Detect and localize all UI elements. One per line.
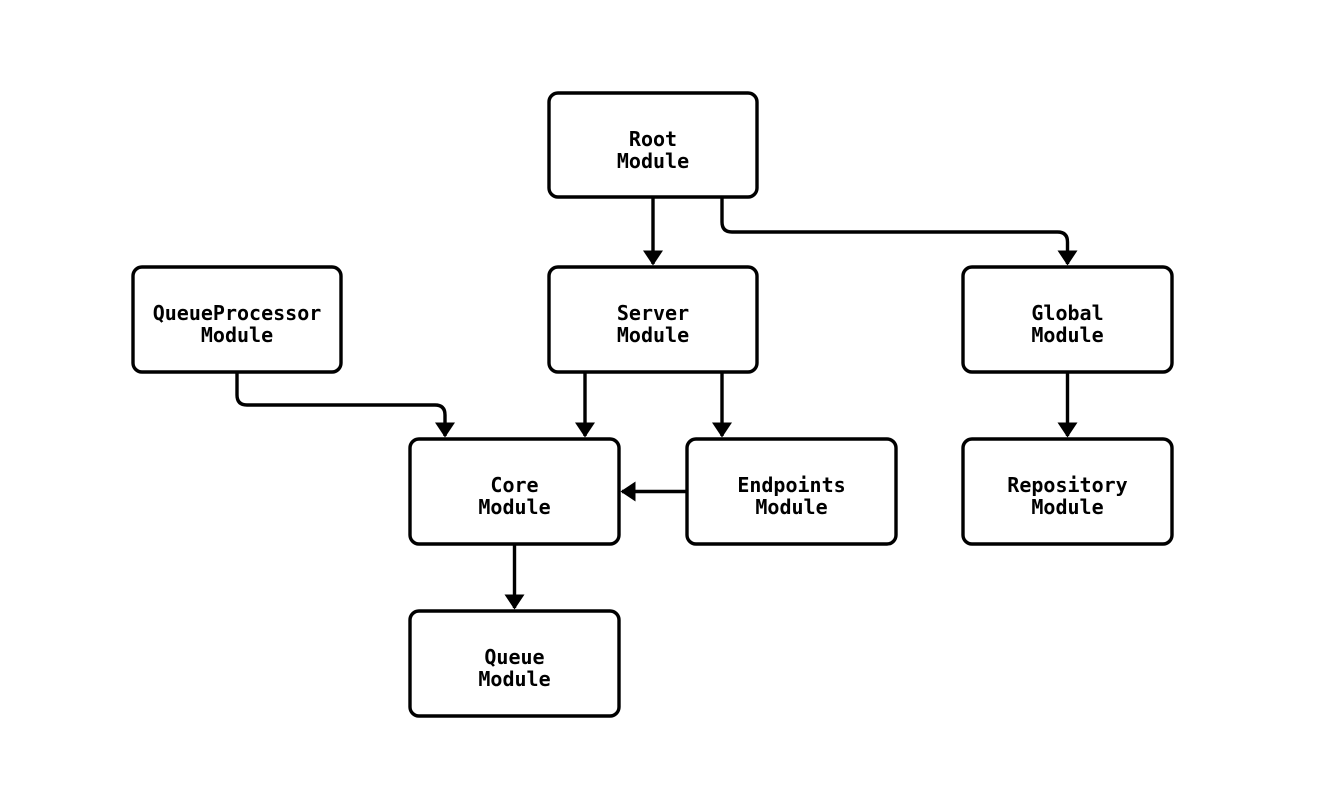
node-core-label-line1: Core [490, 473, 538, 497]
node-root-module: Root Module [547, 91, 759, 199]
node-root-label-line2: Module [617, 149, 689, 173]
node-queueprocessor-label-line2: Module [201, 323, 273, 347]
node-queue-label-line1: Queue [484, 645, 544, 669]
node-server-label-line1: Server [617, 301, 689, 325]
node-queueprocessor-module: QueueProcessor Module [131, 265, 343, 374]
node-queue-box [408, 609, 621, 718]
node-root-label-line1: Root [629, 127, 677, 151]
node-global-module: Global Module [961, 265, 1174, 374]
node-layer: Root Module QueueProcessor Module Server… [131, 91, 1174, 718]
edge-layer [235, 198, 1078, 610]
node-core-module: Core Module [408, 437, 621, 546]
node-queueprocessor-label-line1: QueueProcessor [153, 301, 322, 325]
node-global-box [961, 265, 1174, 374]
node-global-label-line2: Module [1031, 323, 1103, 347]
node-repository-module: Repository Module [961, 437, 1174, 546]
node-endpoints-label-line1: Endpoints [737, 473, 845, 497]
node-queue-label-line2: Module [478, 667, 550, 691]
node-queueprocessor-box [131, 265, 343, 374]
node-core-box [408, 437, 621, 546]
node-endpoints-label-line2: Module [755, 495, 827, 519]
node-repository-label-line2: Module [1031, 495, 1103, 519]
node-repository-label-line1: Repository [1007, 473, 1127, 497]
node-repository-box [961, 437, 1174, 546]
edge-queueprocessor-to-core [235, 373, 455, 438]
node-queue-module: Queue Module [408, 609, 621, 718]
node-core-label-line2: Module [478, 495, 550, 519]
node-global-label-line1: Global [1031, 301, 1103, 325]
edge-root-to-global [720, 198, 1078, 266]
node-server-module: Server Module [547, 265, 759, 374]
node-server-label-line2: Module [617, 323, 689, 347]
node-server-box [547, 265, 759, 374]
node-root-box [547, 91, 759, 199]
node-endpoints-box [685, 437, 898, 546]
node-endpoints-module: Endpoints Module [685, 437, 898, 546]
